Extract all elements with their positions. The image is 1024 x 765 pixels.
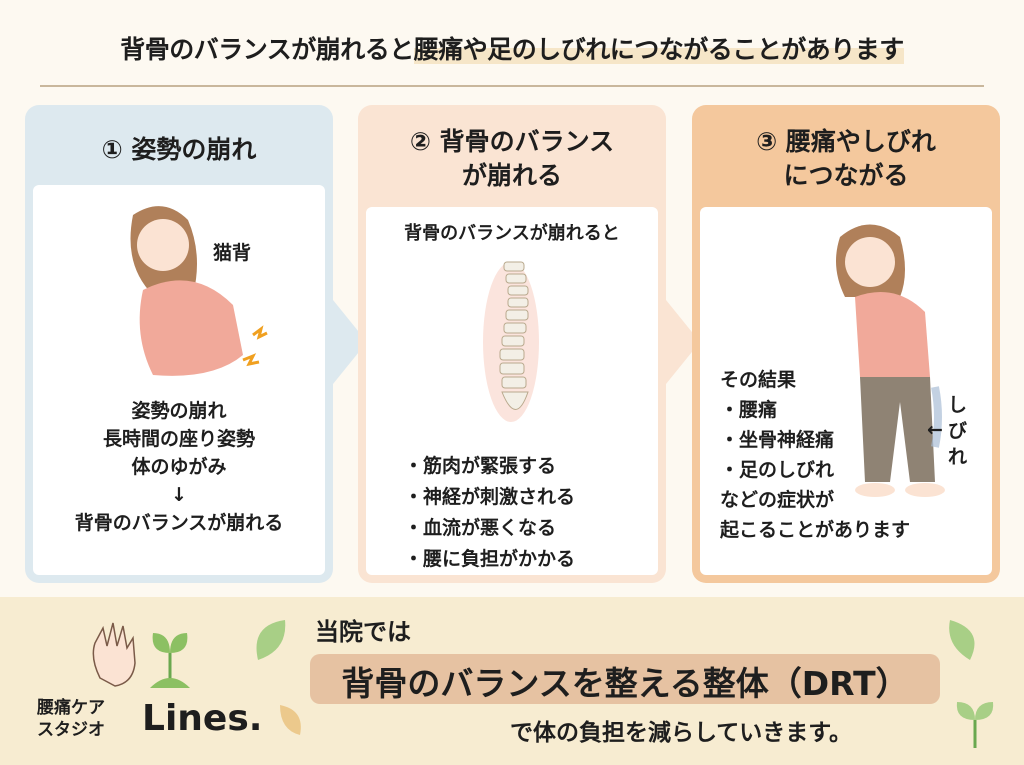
- numbness-label: しびれ: [948, 394, 968, 468]
- step-2-bullets: ・筋肉が緊張する ・神経が刺激される ・血流が悪くなる ・腰に負担がかかる: [404, 455, 576, 570]
- step-1-panel: ① 姿勢の崩れ 猫背 姿勢の崩れ 長時間の座り姿勢 体のゆがみ ↓ 背骨のバラン…: [25, 105, 333, 583]
- down-arrow-icon: ↓: [171, 484, 187, 506]
- spine-illustration: [483, 261, 539, 422]
- step-3-text: その結果 ・腰痛 ・坐骨神経痛 ・足のしびれ などの症状が 起こることがあります: [720, 369, 911, 541]
- woman-in-pain-illustration: [836, 224, 945, 497]
- step-1-text: 姿勢の崩れ 長時間の座り姿勢 体のゆがみ ↓ 背骨のバランスが崩れる: [33, 397, 325, 537]
- leaf-icon: [949, 620, 975, 660]
- step-1-heading: ① 姿勢の崩れ: [101, 135, 257, 164]
- sprout-icon: [956, 702, 994, 748]
- page-title: 背骨のバランスが崩れると腰痛や足のしびれにつながることがあります: [120, 35, 904, 64]
- step-2-heading: ② 背骨のバランスが崩れる: [409, 127, 615, 190]
- banner-outro: で体の負担を減らしていきます。: [510, 720, 853, 746]
- divider: [40, 85, 984, 87]
- leaf-icon: [256, 620, 286, 660]
- banner-intro: 当院では: [315, 618, 411, 646]
- logo-text-main: Lines.: [142, 698, 263, 739]
- left-arrow-icon: ←: [927, 419, 943, 441]
- highlight-pill: [310, 654, 940, 704]
- step-3-content: しびれ ← その結果 ・腰痛 ・坐骨神経痛 ・足のしびれ などの症状が 起こるこ…: [700, 207, 992, 575]
- nekoze-label: 猫背: [213, 242, 252, 264]
- slouching-woman-illustration: [130, 206, 268, 376]
- step-3-panel: ③ 腰痛やしびれにつながる しびれ ← その結果 ・腰痛 ・坐骨神経痛 ・足のし…: [692, 105, 1000, 583]
- step-1-content: 猫背 姿勢の崩れ 長時間の座り姿勢 体のゆがみ ↓ 背骨のバランスが崩れる: [33, 185, 325, 575]
- hand-and-sprout-logo: [92, 622, 190, 688]
- step-2-content: 背骨のバランスが崩れると ・筋肉が緊張する ・神経が刺激される ・血流が悪くなる…: [366, 207, 658, 575]
- step-2-intro: 背骨のバランスが崩れると: [404, 223, 620, 244]
- banner-highlight: 背骨のバランスを整える整体（DRT）: [341, 664, 909, 703]
- leaf-icon: [280, 705, 301, 735]
- step-3-heading: ③ 腰痛やしびれにつながる: [756, 127, 936, 190]
- logo-text-small: 腰痛ケアスタジオ: [37, 698, 105, 740]
- step-2-panel: ② 背骨のバランスが崩れる 背骨のバランスが崩れると ・筋肉が緊張する ・神経が…: [358, 105, 666, 583]
